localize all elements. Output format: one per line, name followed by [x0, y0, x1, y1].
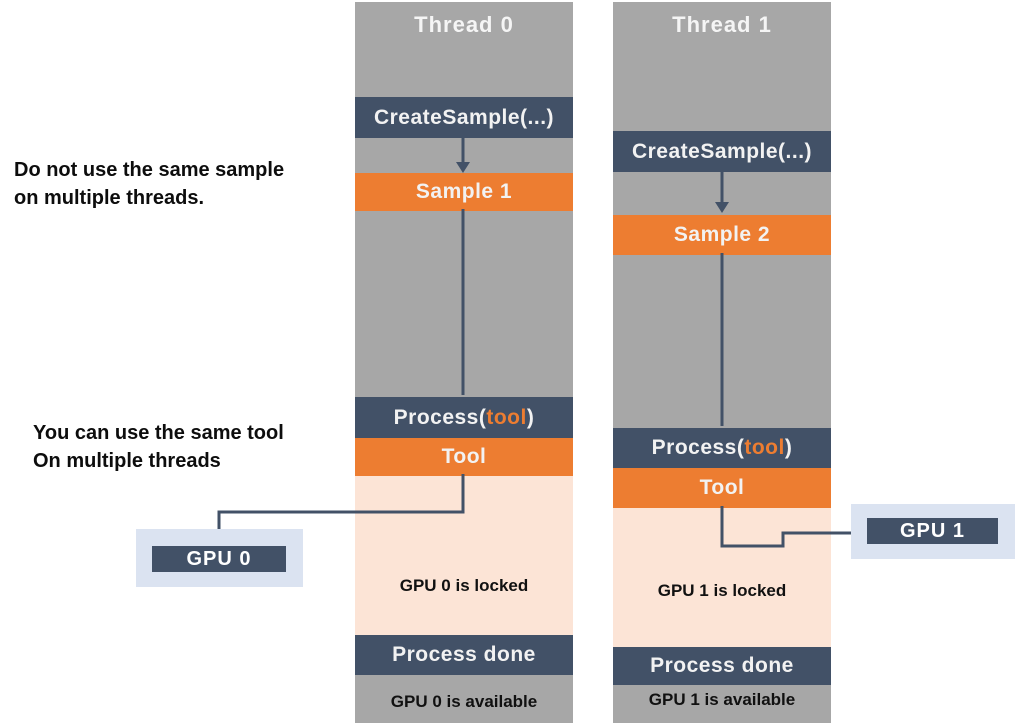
thread1-locked-label: GPU 1 is locked: [657, 581, 787, 600]
sample-warning-note: Do not use the same sample on multiple t…: [14, 156, 284, 212]
gpu0-label-box: GPU 0: [152, 546, 286, 572]
thread0-process-done-bar: Process done: [355, 635, 573, 675]
thread1-locked-region: [613, 508, 831, 647]
sample-warning-line1: Do not use the same sample: [14, 159, 285, 181]
thread0-title: Thread 0: [414, 12, 514, 37]
sample-warning-line2: on multiple threads.: [14, 187, 205, 209]
tool-usage-line2: On multiple threads: [33, 450, 221, 472]
tool-usage-note: You can use the same tool On multiple th…: [33, 419, 284, 475]
thread1-process-bar: Process(tool): [613, 428, 831, 468]
thread1-title: Thread 1: [672, 12, 772, 37]
thread0-column: Thread 0 CreateSample(...) Sample 1 Proc…: [355, 2, 573, 723]
thread0-locked-label: GPU 0 is locked: [399, 576, 529, 595]
thread0-sample-label: Sample 1: [415, 180, 513, 203]
thread0-process-label: Process(tool): [393, 405, 535, 429]
gpu0-box: GPU 0: [136, 529, 303, 587]
thread1-create-sample-bar: CreateSample(...): [613, 131, 831, 172]
thread0-create-sample-bar: CreateSample(...): [355, 97, 573, 138]
thread0-tool-label: Tool: [441, 445, 487, 468]
thread1-process-done-label: Process done: [650, 654, 794, 677]
gpu1-box: GPU 1: [851, 504, 1015, 559]
thread0-locked-region: [355, 476, 573, 635]
thread0-process-done-label: Process done: [392, 643, 536, 666]
thread1-tool-label: Tool: [699, 476, 745, 499]
thread0-tool-bar: Tool: [355, 438, 573, 476]
thread0-process-bar: Process(tool): [355, 397, 573, 438]
tool-usage-line1: You can use the same tool: [33, 422, 284, 444]
thread1-tool-bar: Tool: [613, 468, 831, 508]
thread1-available-label: GPU 1 is available: [648, 690, 796, 709]
thread1-column: Thread 1 CreateSample(...) Sample 2 Proc…: [613, 2, 831, 723]
thread0-create-sample-label: CreateSample(...): [373, 105, 555, 129]
thread1-process-label: Process(tool): [651, 436, 793, 459]
gpu0-label: GPU 0: [186, 547, 252, 570]
thread1-sample-bar: Sample 2: [613, 215, 831, 255]
thread1-sample-label: Sample 2: [673, 223, 771, 246]
thread1-create-sample-label: CreateSample(...): [631, 139, 813, 163]
thread1-process-done-bar: Process done: [613, 647, 831, 685]
gpu1-label-box: GPU 1: [867, 518, 998, 544]
gpu1-label: GPU 1: [899, 519, 966, 542]
thread0-sample-bar: Sample 1: [355, 173, 573, 211]
thread0-available-label: GPU 0 is available: [390, 692, 538, 711]
